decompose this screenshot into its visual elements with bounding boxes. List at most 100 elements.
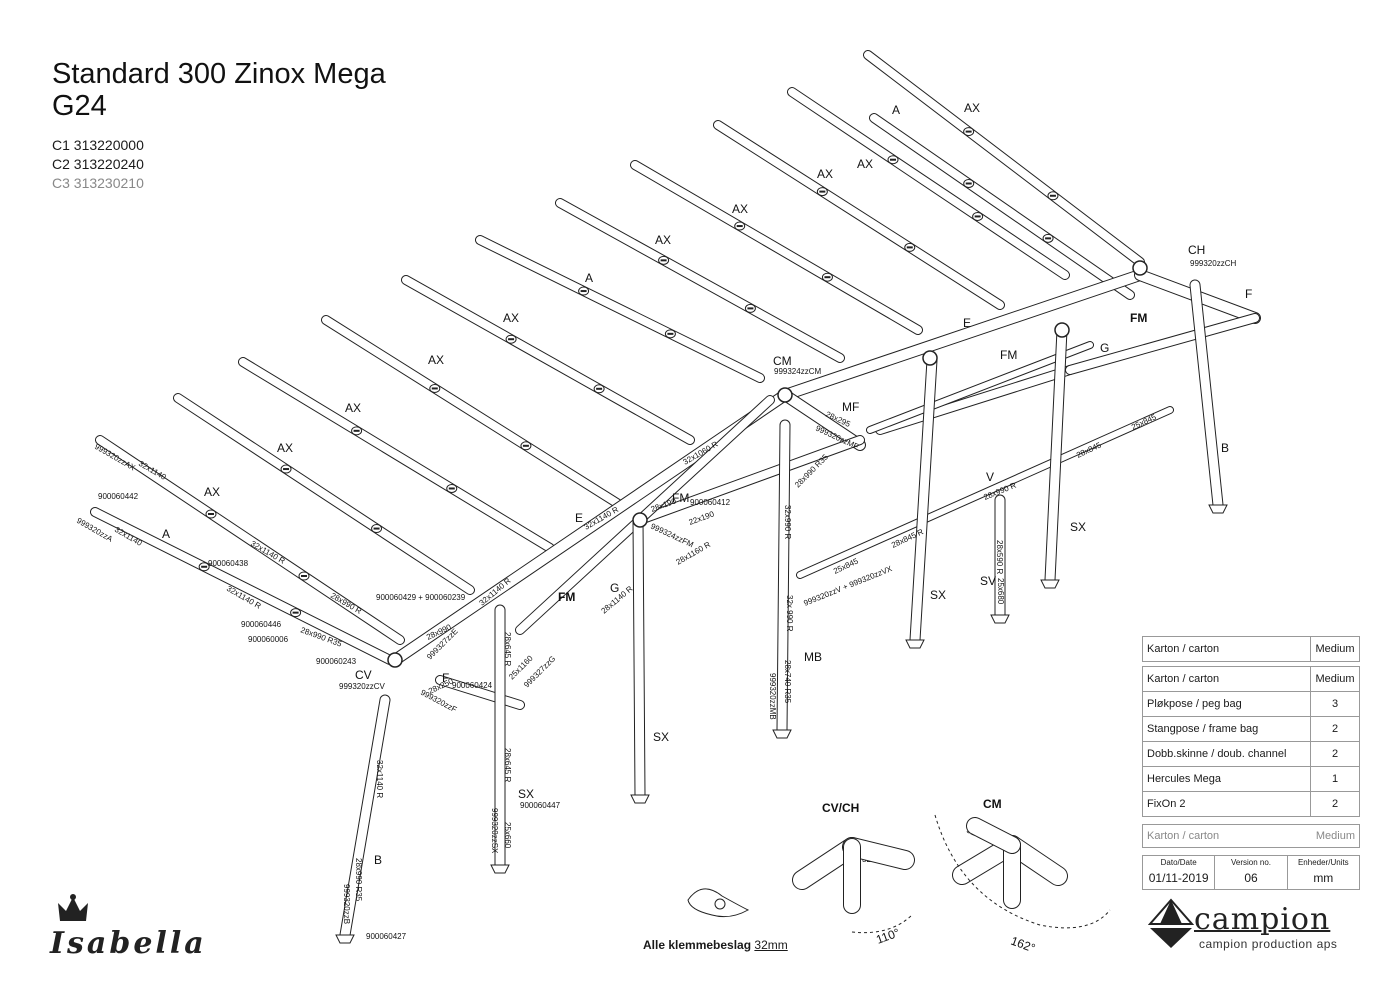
- parts-header-label: Karton / carton: [1142, 636, 1311, 662]
- tube-fill: [174, 394, 474, 594]
- code-c2: C2 313220240: [52, 156, 144, 172]
- tube-size: 28x740 R35: [783, 660, 792, 704]
- title-line-2: G24: [52, 90, 107, 122]
- foot-plate: [1040, 579, 1060, 589]
- joint-details: [687, 814, 1111, 934]
- tube-size: 28x990 R35: [354, 858, 363, 902]
- label-fm: FM: [1130, 311, 1147, 325]
- code-c1: C1 313220000: [52, 137, 144, 153]
- part-number: 999320zzB: [342, 884, 351, 924]
- label-sv: SV: [980, 574, 996, 588]
- crown-icon: [58, 894, 88, 921]
- tube-fill: [340, 695, 390, 940]
- part-number: 900060424: [452, 681, 493, 690]
- label-ax: AX: [503, 311, 519, 325]
- foot-plate: [630, 794, 650, 804]
- foot-plate: [990, 614, 1010, 624]
- campion-subtitle: campion production aps: [1199, 937, 1338, 951]
- tube-fill: [322, 316, 624, 509]
- product-codes: C1 313220000 C2 313220240 C3 313230210: [52, 136, 144, 193]
- label-ax: AX: [277, 441, 293, 455]
- part-number: 999320zzCH: [1190, 259, 1236, 268]
- label-sx: SX: [930, 588, 946, 602]
- label-g: G: [1100, 341, 1109, 355]
- joint-connector: [1132, 260, 1148, 276]
- tube-size: 28x645 R: [503, 748, 512, 782]
- joint-connector: [1054, 322, 1070, 338]
- drawing-title: Standard 300 Zinox Mega G24: [52, 58, 386, 122]
- parts-header-value: Medium: [1310, 636, 1360, 662]
- tube-fill: [1066, 314, 1259, 374]
- angle-arc: [934, 814, 1111, 929]
- tube-fill: [870, 114, 1134, 299]
- label-fm: FM: [558, 590, 575, 604]
- tube-size: 32x1140 R: [583, 505, 621, 532]
- tube-size: 32x1140 R: [249, 539, 287, 566]
- parts-row-value: 3: [1310, 691, 1360, 717]
- part-number: 999320zzSX: [490, 808, 499, 854]
- angle-162: 162°: [1009, 934, 1037, 956]
- code-c3: C3 313230210: [52, 175, 144, 191]
- clamp-note-text: Alle klemmebeslag: [643, 938, 755, 952]
- angle-110: 110°: [874, 925, 901, 946]
- joint-connector: [777, 387, 793, 403]
- foot-plate: [335, 934, 355, 944]
- label-a: A: [892, 103, 900, 117]
- frame-structure: [335, 260, 1261, 944]
- label-cv: CV: [355, 668, 372, 682]
- tube-fill: [96, 436, 404, 644]
- clamp-note: Alle klemmebeslag 32mm: [643, 938, 788, 952]
- parts-row-label: Stangpose / frame bag: [1142, 716, 1311, 742]
- parts-row-label: FixOn 2: [1142, 791, 1311, 817]
- tube-size: 28x645 R: [503, 632, 512, 666]
- parts-row-value: Medium: [1310, 666, 1360, 692]
- tube-fill: [876, 366, 1074, 434]
- label-ax: AX: [732, 202, 748, 216]
- label-f: F: [1245, 287, 1252, 301]
- tube-size: 32x990 R: [783, 505, 792, 539]
- rafter-poles: [90, 50, 1145, 665]
- tube-fill: [864, 51, 1144, 266]
- title-line-1: Standard 300 Zinox Mega: [52, 58, 386, 90]
- parts-footer-value: Medium: [1315, 830, 1355, 842]
- campion-logo-icon: [1148, 898, 1194, 948]
- label-f: F: [442, 671, 449, 685]
- tube-fill: [636, 436, 864, 524]
- label-fm: FM: [1000, 348, 1017, 362]
- tube-fill: [714, 121, 1004, 309]
- foot-plate: [1208, 504, 1228, 514]
- tube-size: 22x190: [688, 509, 716, 527]
- part-number: 900060006: [248, 635, 289, 644]
- tube-fill: [797, 407, 1173, 578]
- part-number: 900060438: [208, 559, 249, 568]
- label-mf: MF: [842, 400, 859, 414]
- tube-fill: [91, 508, 394, 664]
- tube-fill: [476, 236, 764, 382]
- tube-fill: [867, 342, 1093, 433]
- label-sx: SX: [653, 730, 669, 744]
- tube-fill: [631, 161, 922, 334]
- tube-fill: [780, 390, 865, 450]
- part-number: 999324zzCM: [774, 367, 821, 376]
- parts-row-label: Hercules Mega: [1142, 766, 1311, 792]
- parts-row-value: 2: [1310, 791, 1360, 817]
- part-number: 900060429 + 900060239: [376, 593, 466, 602]
- parts-row-label: Karton / carton: [1142, 666, 1311, 692]
- tube-size: 32x1140 R: [478, 576, 513, 608]
- joint-connector: [922, 350, 938, 366]
- part-number: 900060447: [520, 801, 561, 810]
- foot-plate: [772, 729, 792, 739]
- tube-fill: [556, 199, 844, 362]
- label-a: A: [162, 527, 170, 541]
- parts-table-header: Karton / carton Medium: [1142, 636, 1360, 662]
- label-mb: MB: [804, 650, 822, 664]
- label-cm-detail: CM: [983, 797, 1002, 811]
- label-a: A: [585, 271, 593, 285]
- parts-footer-label: Karton / carton: [1147, 830, 1220, 842]
